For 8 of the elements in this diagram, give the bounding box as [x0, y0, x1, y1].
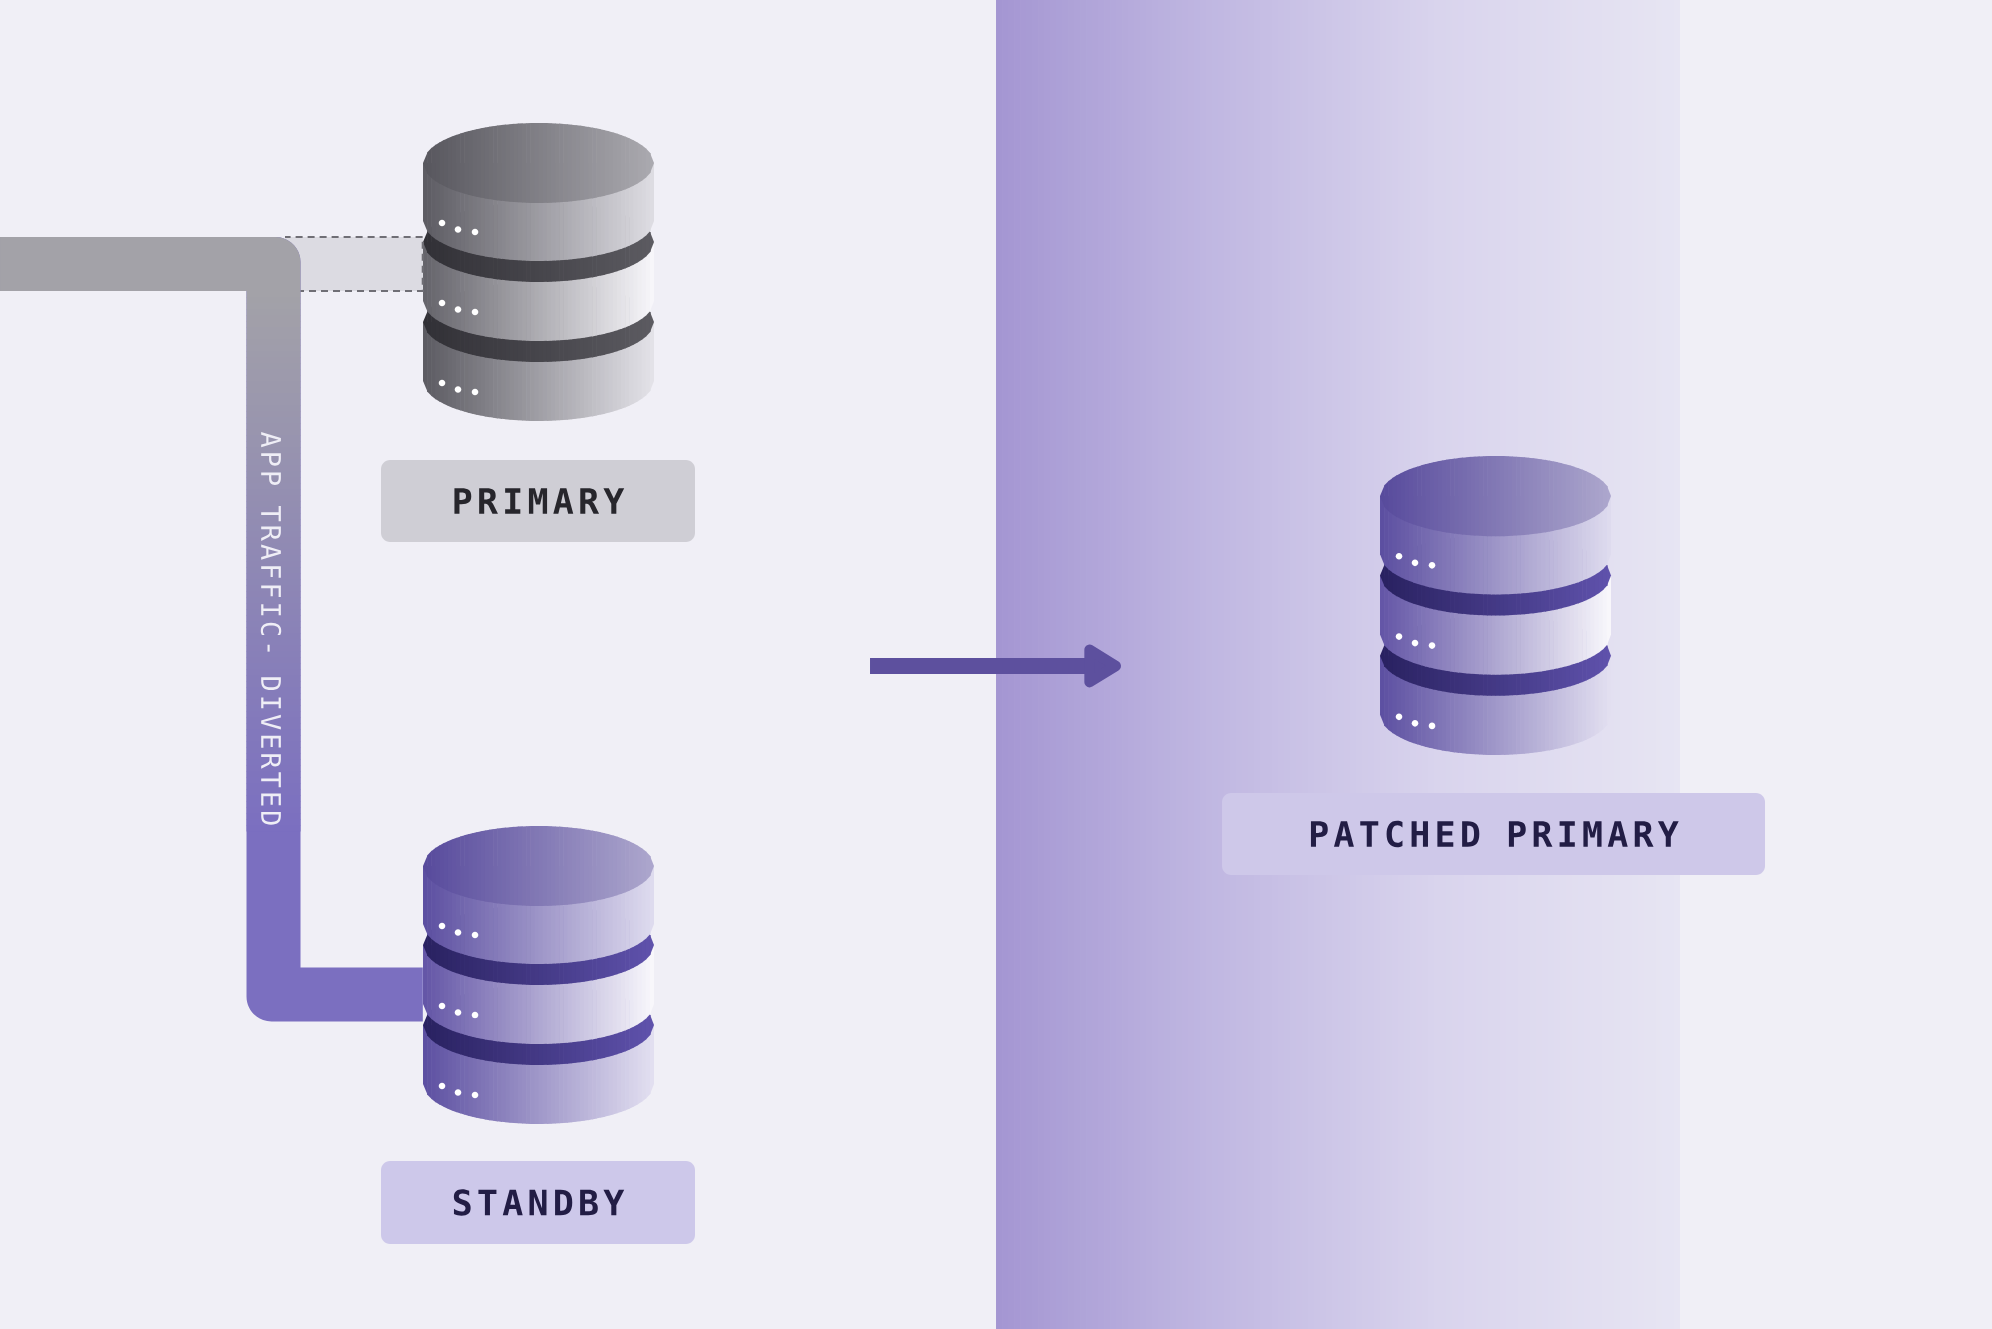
name-label: PATCHED PRIMARY — [1222, 793, 1765, 875]
edge-label: APP TRAFFIC- DIVERTED — [260, 432, 282, 825]
database-cylinder — [423, 123, 654, 421]
database-cylinder — [423, 826, 654, 1124]
connector-band — [0, 237, 423, 1022]
name-label: STANDBY — [381, 1161, 695, 1244]
name-label: PRIMARY — [381, 460, 695, 542]
database-cylinder — [1380, 456, 1611, 755]
